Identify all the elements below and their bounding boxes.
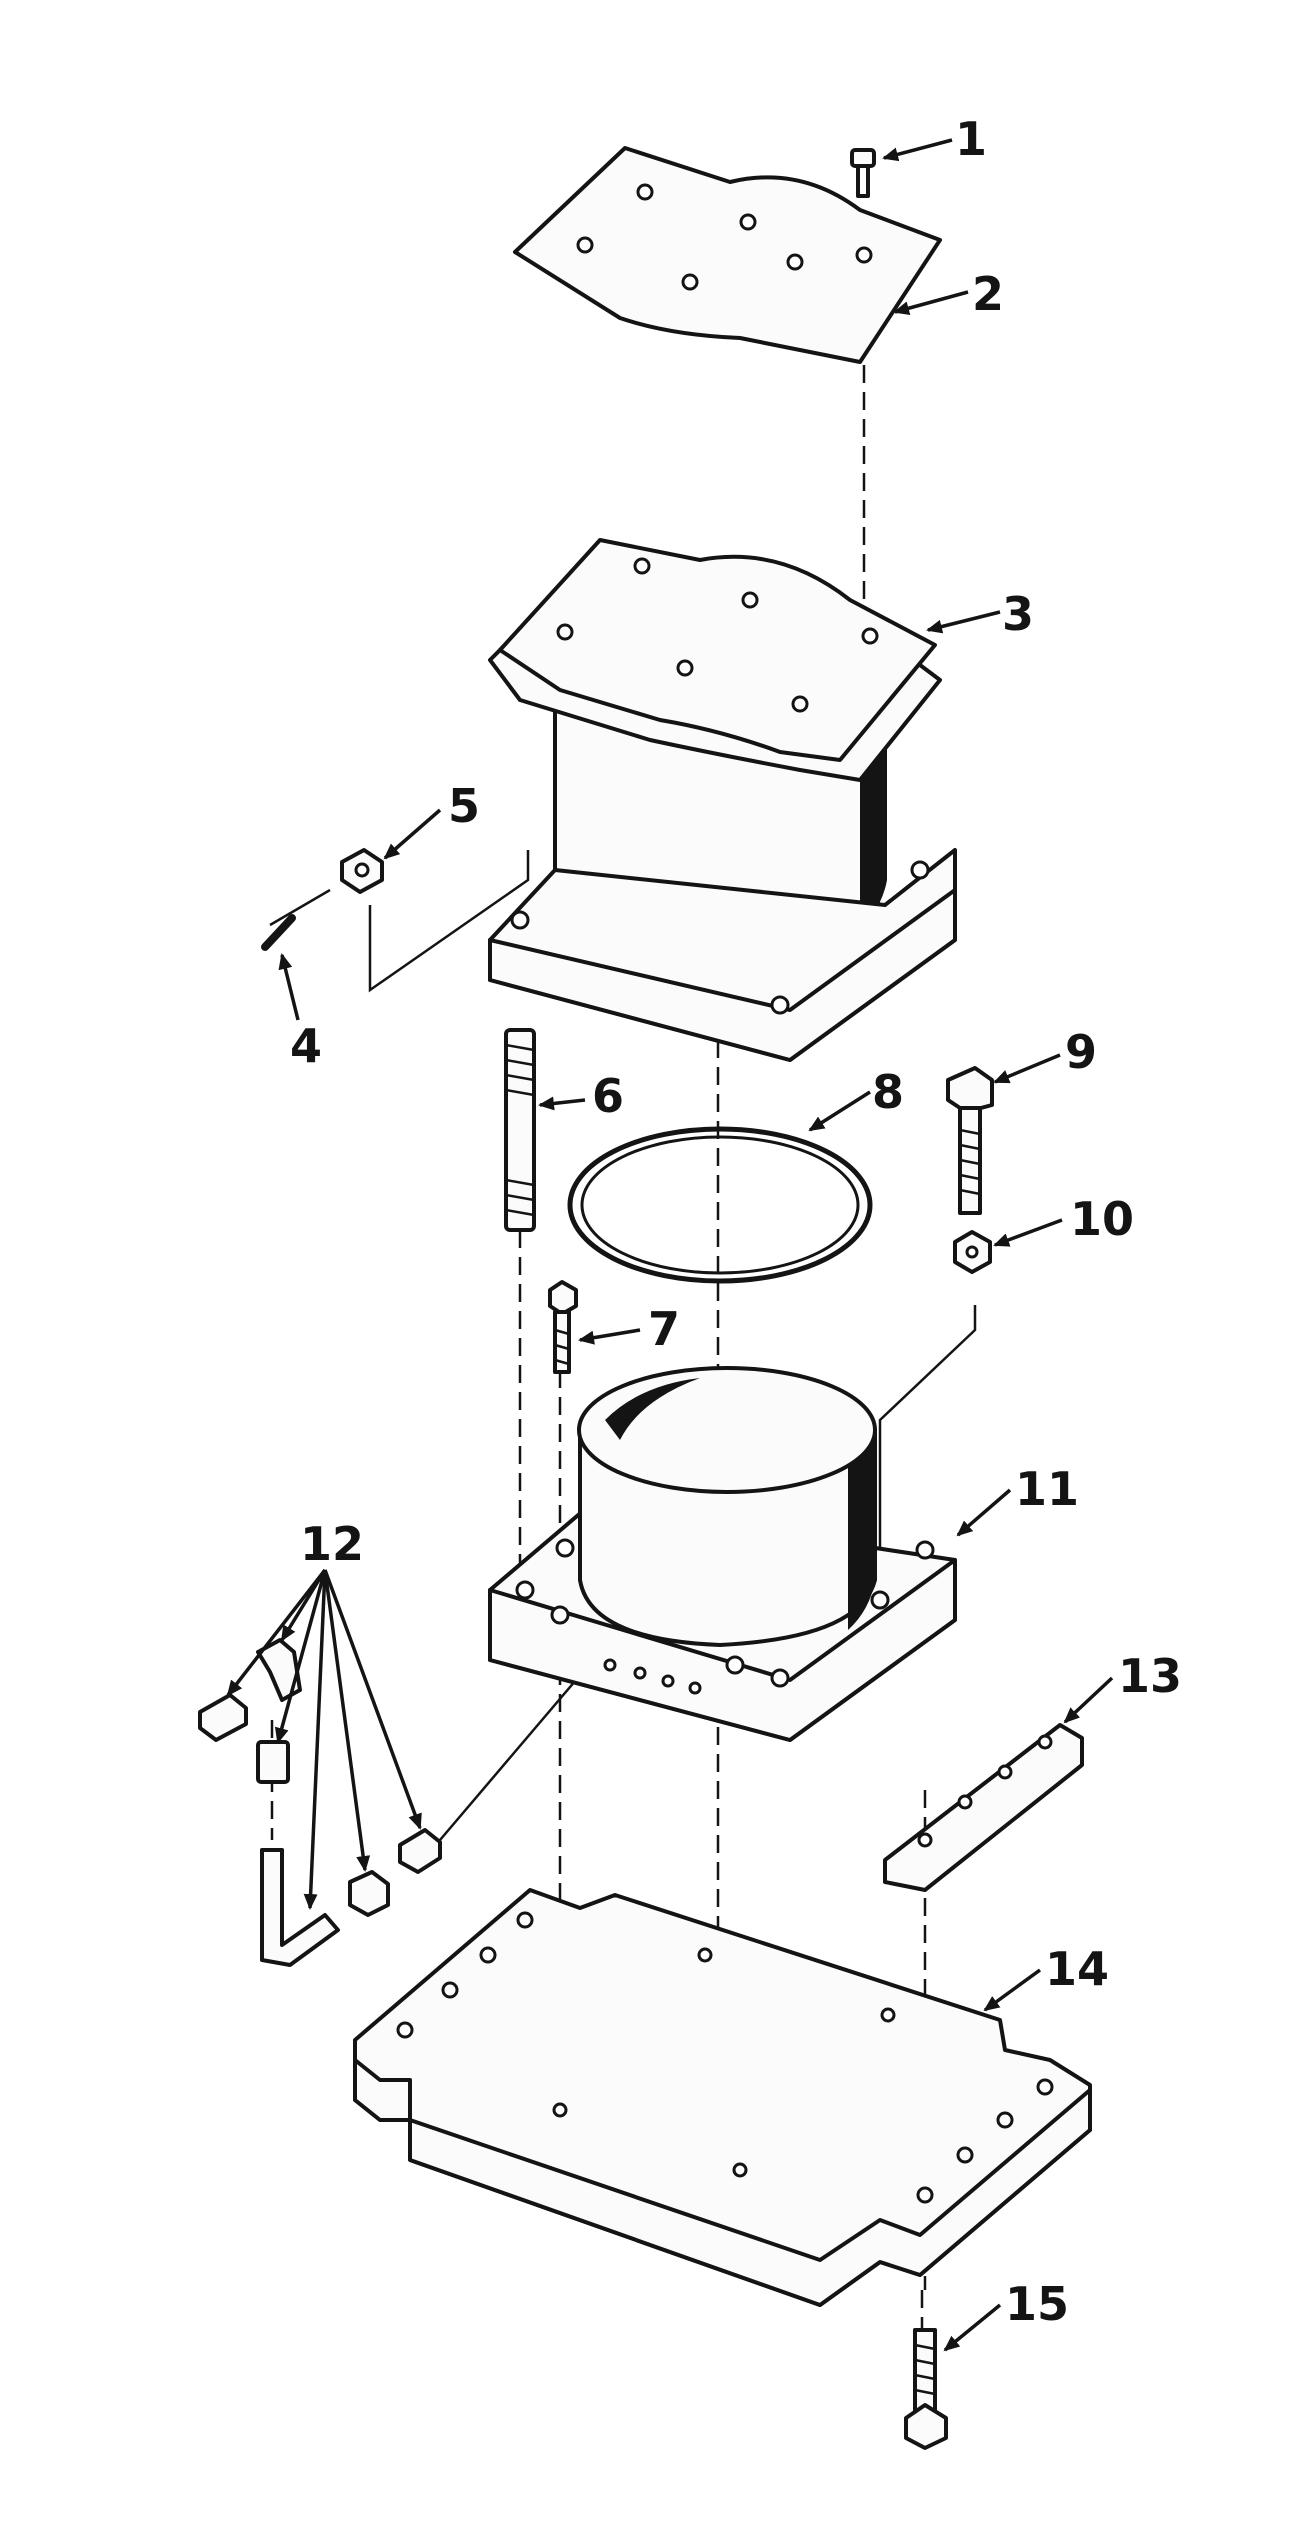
callout-7: 7 <box>648 1302 680 1356</box>
callout-5: 5 <box>448 779 480 833</box>
callout-1: 1 <box>955 112 987 166</box>
callout-2: 2 <box>972 267 1004 321</box>
callout-labels: 1 2 3 4 5 6 7 8 9 10 11 12 13 14 15 <box>290 112 1182 2331</box>
part-13-bar <box>883 1723 1084 1892</box>
callout-11: 11 <box>1015 1462 1079 1516</box>
part-10-nut <box>953 1230 992 1274</box>
part-11-sleeve-flange <box>488 1366 957 1742</box>
leader-arrows <box>226 138 1114 2352</box>
part-8-o-ring <box>567 1126 873 1284</box>
callout-4: 4 <box>290 1019 322 1073</box>
callout-8: 8 <box>872 1065 904 1119</box>
callout-10: 10 <box>1070 1192 1134 1246</box>
part-12-fittings <box>198 1638 442 1967</box>
part-2-gasket-plate <box>513 146 942 364</box>
callout-3: 3 <box>1002 587 1034 641</box>
part-7-bolt <box>548 1280 578 1374</box>
part-3-housing <box>488 538 957 1062</box>
part-1-screw <box>850 148 876 198</box>
part-14-base-plate <box>353 1888 1092 2307</box>
part-5-nut <box>340 848 384 894</box>
part-15-bolt <box>904 2328 948 2450</box>
callout-6: 6 <box>592 1069 624 1123</box>
callout-13: 13 <box>1118 1649 1182 1703</box>
callout-12: 12 <box>300 1517 364 1571</box>
part-6-stud <box>504 1028 536 1232</box>
callout-9: 9 <box>1065 1025 1097 1079</box>
callout-14: 14 <box>1045 1942 1109 1996</box>
part-9-bolt <box>946 1066 994 1215</box>
part-4-pin <box>261 914 296 951</box>
callout-15: 15 <box>1005 2277 1069 2331</box>
